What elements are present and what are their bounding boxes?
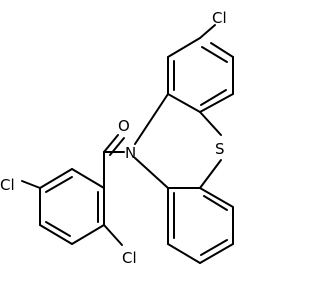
structure-diagram: Cl O N S Cl Cl xyxy=(0,9,234,267)
bond xyxy=(199,187,234,208)
bond xyxy=(167,93,201,113)
bond-to-cl-left xyxy=(21,180,41,189)
bond xyxy=(167,37,201,58)
lower-aromatic-ring xyxy=(167,187,234,264)
upper-aromatic-ring xyxy=(167,37,234,113)
bond xyxy=(199,159,222,189)
bond xyxy=(134,93,169,145)
bond-to-cl-top xyxy=(199,24,216,39)
carbonyl-double-bond xyxy=(109,137,125,156)
double-bond-inner xyxy=(45,221,71,237)
dichlorophenyl-ring xyxy=(39,168,105,245)
double-bond-inner xyxy=(203,195,228,211)
atom-label-cl-top: Cl xyxy=(212,9,227,27)
bond xyxy=(199,111,222,136)
bond xyxy=(167,243,201,264)
bond xyxy=(71,224,105,245)
atom-label-sulfur: S xyxy=(215,140,225,158)
bond xyxy=(199,243,234,264)
bond xyxy=(199,93,234,113)
atom-label-nitrogen: N xyxy=(125,144,136,162)
double-bond-inner xyxy=(200,239,228,256)
double-bond-inner xyxy=(201,46,228,63)
bond xyxy=(134,157,169,189)
bond xyxy=(210,42,234,58)
carbonyl-double-bond xyxy=(103,134,119,153)
bond-to-cl-bottom xyxy=(103,224,123,246)
atom-label-cl-bottom: Cl xyxy=(122,249,137,267)
carbonyl-group xyxy=(103,134,125,189)
double-bond-inner xyxy=(45,176,73,193)
bond xyxy=(39,224,73,245)
bond xyxy=(39,168,73,189)
double-bond-inner xyxy=(200,89,227,106)
atom-label-oxygen: O xyxy=(118,117,130,135)
atom-label-cl-left: Cl xyxy=(0,176,15,194)
central-thiazine-ring xyxy=(134,93,222,189)
bond xyxy=(71,168,105,189)
